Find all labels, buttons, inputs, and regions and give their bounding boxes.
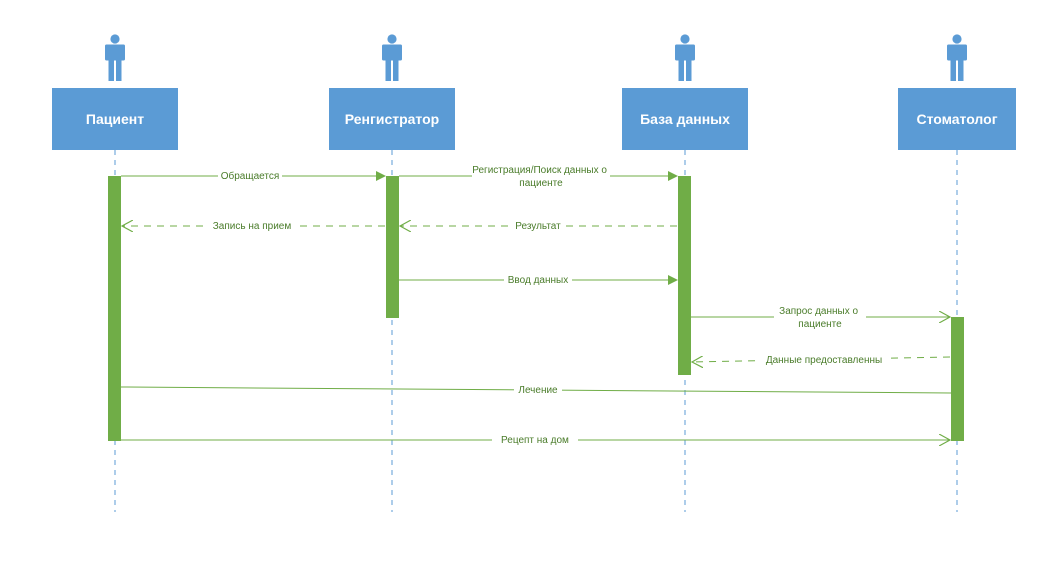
- activation-dentist: [951, 317, 964, 441]
- message-label: Обращается: [221, 170, 280, 182]
- label-background: [207, 219, 297, 231]
- label-background: [472, 163, 610, 190]
- label-background: [774, 304, 866, 331]
- message: Запись на прием: [122, 219, 385, 232]
- message-label: Рецепт на дом: [501, 435, 569, 446]
- activation-patient: [108, 176, 121, 441]
- actor-registrar: Ренгистратор: [329, 88, 455, 150]
- label-background: [218, 169, 282, 181]
- person-icon: [105, 34, 125, 81]
- message-label-line: Регистрация/Поиск данных о: [472, 165, 607, 176]
- message-line: [692, 357, 951, 362]
- actor-name: База данных: [640, 111, 730, 127]
- message-label-line: пациенте: [798, 319, 842, 330]
- person-icon: [675, 34, 695, 81]
- actor-box: [622, 88, 748, 150]
- message: Запрос данных о пациенте: [691, 304, 950, 331]
- actor-box: [52, 88, 178, 150]
- message-label: Лечение: [518, 385, 558, 396]
- actor-box: [329, 88, 455, 150]
- person-icon: [382, 34, 402, 81]
- label-background: [759, 353, 889, 365]
- message-label-line: пациенте: [519, 178, 563, 189]
- label-background: [492, 433, 578, 445]
- message-label: Регистрация/Поиск данных о пациенте: [472, 165, 609, 189]
- message: Регистрация/Поиск данных о пациенте: [399, 163, 678, 190]
- message: Результат: [400, 219, 677, 232]
- activation-bars: [108, 176, 964, 441]
- activation-registrar: [386, 176, 399, 318]
- actor-patient: Пациент: [52, 88, 178, 150]
- actor-name: Ренгистратор: [345, 111, 439, 127]
- actor-box: [898, 88, 1016, 150]
- message-label: Запись на прием: [213, 221, 292, 232]
- actor-icons: [105, 34, 967, 81]
- actor-database: База данных: [622, 88, 748, 150]
- message: Рецепт на дом: [121, 433, 950, 446]
- actor-dentist: Стоматолог: [898, 88, 1016, 150]
- message-label-line: Запрос данных о: [779, 306, 858, 317]
- message: Лечение: [120, 383, 952, 396]
- message-label: Данные предоставленны: [766, 355, 882, 366]
- person-icon: [947, 34, 967, 81]
- messages: Обращается Регистрация/Поиск данных о па…: [120, 163, 952, 446]
- message: Данные предоставленны: [692, 353, 951, 366]
- message-label: Ввод данных: [508, 275, 568, 286]
- actor-name: Пациент: [86, 111, 144, 127]
- label-background: [511, 219, 565, 231]
- message-label: Запрос данных о пациенте: [779, 306, 861, 330]
- message: Ввод данных: [399, 273, 678, 286]
- label-background: [514, 383, 562, 395]
- message: Обращается: [121, 169, 386, 182]
- activation-database: [678, 176, 691, 375]
- message-label: Результат: [515, 221, 561, 232]
- label-background: [504, 273, 572, 285]
- actor-boxes: Пациент Ренгистратор База данных Стомато…: [52, 88, 1016, 150]
- actor-name: Стоматолог: [916, 111, 997, 127]
